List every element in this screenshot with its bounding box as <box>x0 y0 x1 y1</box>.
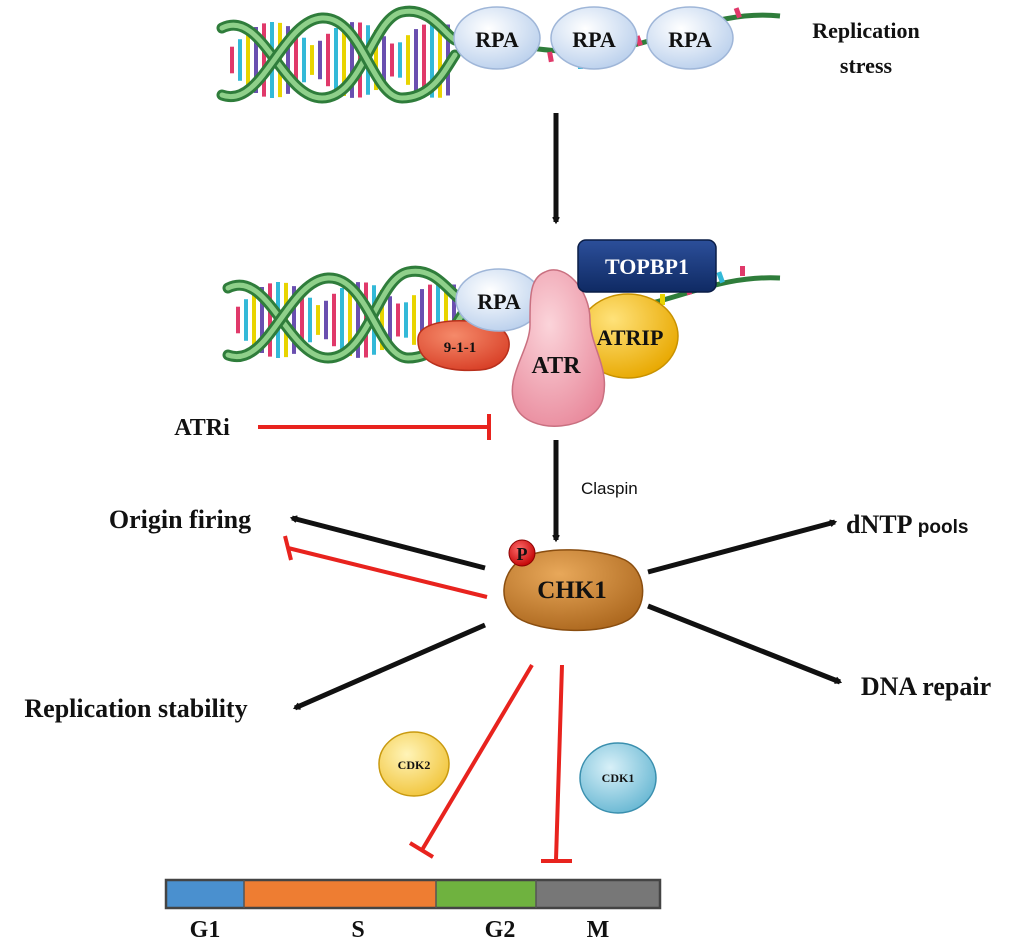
chk1-inhibits-g2m-line <box>554 664 564 861</box>
chk1-to-dntp-arrow <box>647 519 838 575</box>
topbp1-label: TOPBP1 <box>605 254 689 279</box>
chk1-to-dna-repair-arrow <box>647 603 843 685</box>
atr-label: ATR <box>532 353 582 379</box>
nine-one-one-label: 9-1-1 <box>444 340 477 356</box>
rpa-complex-label: RPA <box>477 289 521 314</box>
cdk1: CDK1 <box>579 742 657 814</box>
cell-cycle-bar <box>164 878 662 910</box>
chk1-kinase: CHK1 <box>503 549 644 632</box>
m-phase-label: M <box>587 917 610 942</box>
cdk1-label: CDK1 <box>602 771 635 785</box>
g2-segment <box>436 880 536 908</box>
atrip: ATRIP <box>577 293 679 379</box>
replication-stress-label-line2: stress <box>840 53 893 78</box>
nine-one-one-complex: 9-1-1 <box>417 320 510 372</box>
dna-helix-top <box>216 5 461 104</box>
s-phase-label: S <box>351 917 364 942</box>
s-segment <box>244 880 436 908</box>
rpa-top-1: RPA <box>453 6 541 70</box>
claspin-label: Claspin <box>581 479 638 498</box>
chk1-inhibits-origin-firing-line <box>287 546 488 599</box>
g2-phase-label: G2 <box>485 917 516 942</box>
topbp1: TOPBP1 <box>577 239 717 293</box>
g1-phase-label: G1 <box>190 917 221 942</box>
rpa-label: RPA <box>668 27 712 52</box>
chk1-inhibits-s-phase-line <box>420 663 534 852</box>
replication-stability-label: Replication stability <box>24 694 247 723</box>
atr-kinase: ATR <box>511 269 606 427</box>
cdk2: CDK2 <box>378 731 450 797</box>
dna-repair-label: DNA repair <box>861 672 991 701</box>
cdk2-label: CDK2 <box>398 758 431 772</box>
s-phase-inhibition-bar <box>408 841 435 859</box>
dntp-label: dNTP <box>846 510 913 539</box>
atr-inhibitor-label: ATRi <box>174 415 230 441</box>
phospho-label: P <box>517 544 528 564</box>
replication-stress-label-line1: Replication <box>812 18 920 43</box>
atrip-label: ATRIP <box>597 325 664 350</box>
g1-segment <box>166 880 244 908</box>
dntp-pools-label: dNTP pools <box>846 510 968 539</box>
m-segment <box>536 880 660 908</box>
origin-firing-inhibition-bar <box>283 535 293 561</box>
pools-label: pools <box>912 517 968 538</box>
rpa-label: RPA <box>475 27 519 52</box>
chk1-to-origin-firing-arrow <box>289 515 486 571</box>
rpa-label: RPA <box>572 27 616 52</box>
rpa-top-2: RPA <box>550 6 638 70</box>
chk1-label: CHK1 <box>537 577 606 604</box>
phosphorylation-badge: P <box>508 539 536 567</box>
rpa-top-3: RPA <box>646 6 734 70</box>
chk1-to-replication-stability-arrow <box>292 622 487 711</box>
origin-firing-label: Origin firing <box>109 505 251 534</box>
rpa-complex: RPA <box>455 268 543 332</box>
